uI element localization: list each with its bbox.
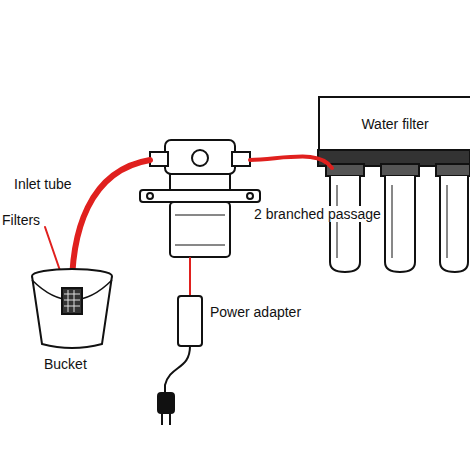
filter-mesh (62, 288, 82, 314)
part-label: Bucket (44, 356, 87, 372)
part-label: 2 branched passage (254, 206, 381, 222)
power-wire (189, 258, 191, 296)
power-adapter (158, 296, 202, 425)
part-label: Power adapter (210, 304, 301, 320)
part-label: Inlet tube (14, 176, 72, 192)
node-label: Water filter (361, 116, 428, 132)
bucket (32, 269, 112, 348)
pump (140, 140, 260, 257)
part-label: Filters (2, 212, 40, 228)
outlet-tube (250, 157, 332, 169)
filter-housing: Water filter (318, 96, 470, 151)
